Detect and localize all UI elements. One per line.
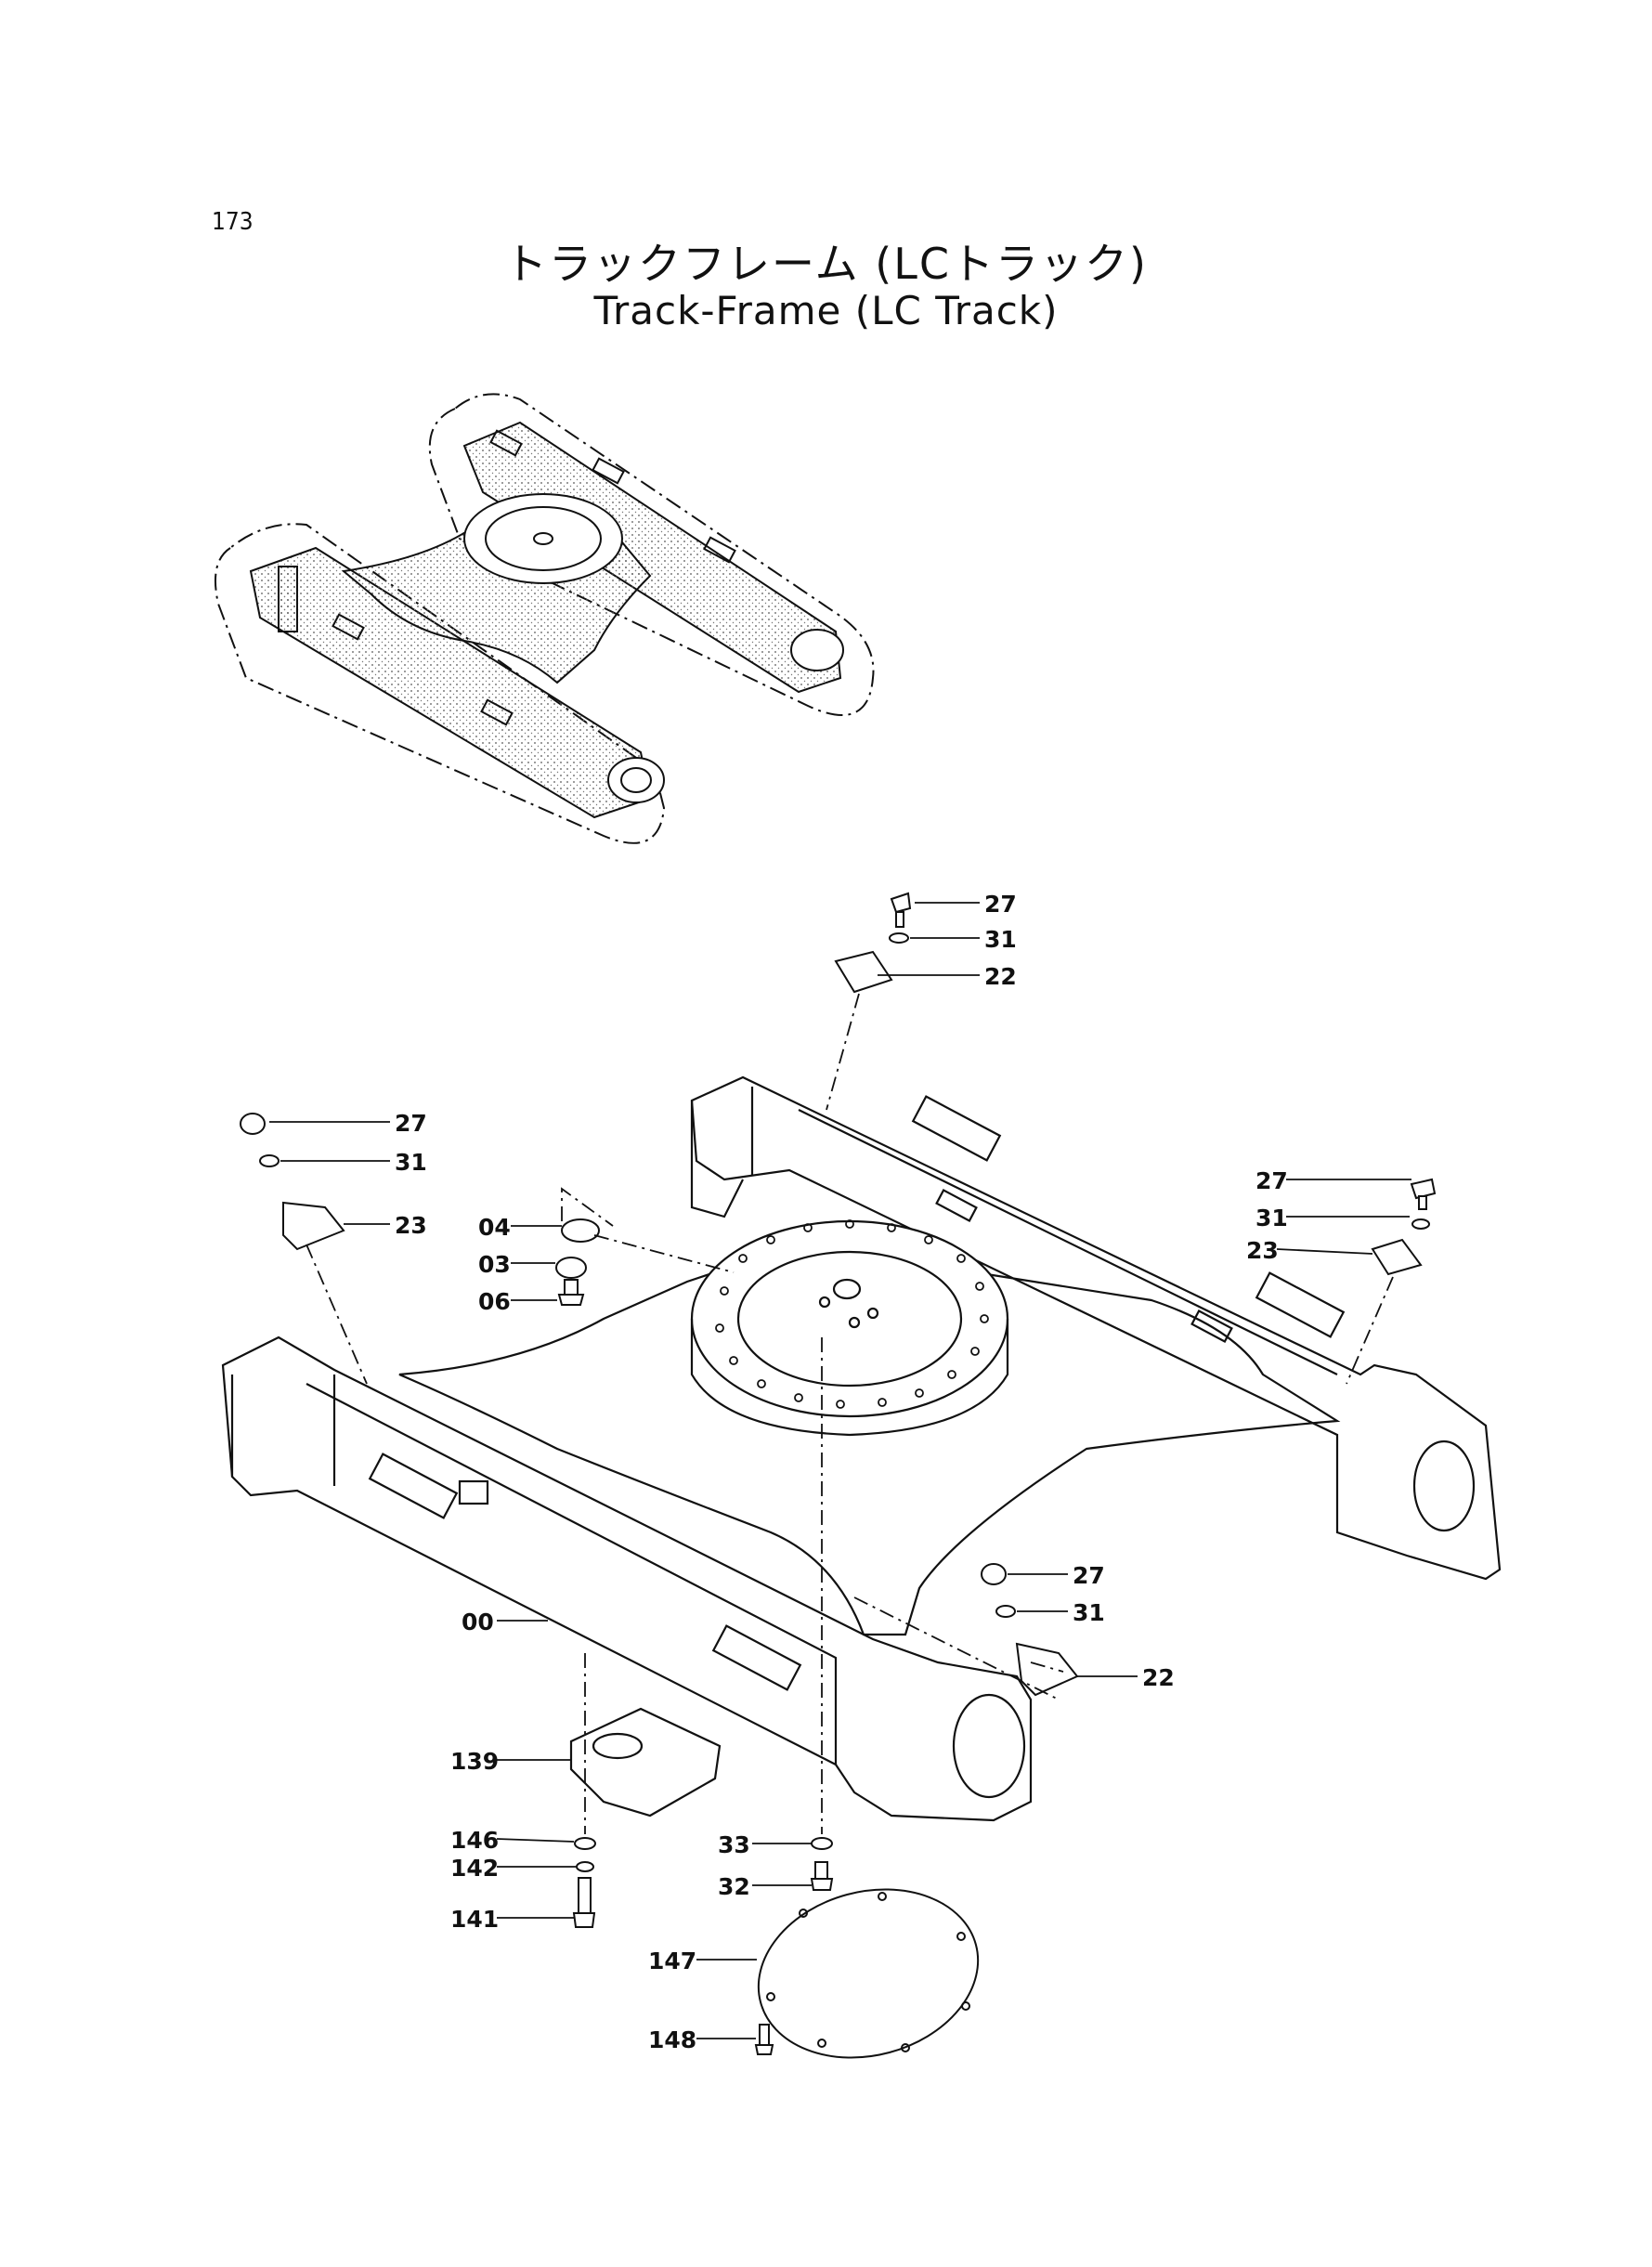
callout-04: 04	[478, 1214, 511, 1241]
under-cover-bracket-139	[569, 1707, 722, 1818]
callout-142: 142	[450, 1855, 499, 1882]
callout-31-lower-right: 31	[1073, 1599, 1105, 1626]
rear-side-frame	[462, 421, 842, 694]
front-track-outline	[215, 523, 666, 844]
assembly-lines	[306, 993, 1394, 1834]
callout-22-top: 22	[984, 963, 1017, 990]
callout-148: 148	[648, 2026, 696, 2053]
callout-27-left: 27	[395, 1110, 427, 1137]
swing-circle-bolt-holes	[715, 1219, 989, 1409]
rear-track-outline	[428, 393, 875, 716]
callout-31-right: 31	[1255, 1205, 1288, 1231]
callout-31-left: 31	[395, 1149, 427, 1176]
callout-32: 32	[718, 1873, 750, 1900]
callout-06: 06	[478, 1288, 511, 1315]
callout-27-right: 27	[1255, 1167, 1288, 1194]
front-idler-boss	[952, 1693, 1026, 1799]
callout-33: 33	[718, 1831, 750, 1858]
track-frame-main-drawing	[221, 1075, 1502, 1822]
page-title-japanese: トラックフレーム (LCトラック)	[504, 239, 1148, 289]
callout-139: 139	[450, 1748, 499, 1775]
rear-side-frame-main	[690, 1075, 1502, 1581]
page-number: 173	[212, 208, 254, 236]
callout-23-left: 23	[395, 1212, 427, 1239]
callout-146: 146	[450, 1827, 499, 1854]
callout-141: 141	[450, 1906, 499, 1933]
front-side-frame-main	[221, 1335, 1033, 1822]
callout-labels: 27 31 22 27 31 23 27 31 23 04 03 06 27 3…	[395, 891, 1288, 2053]
callout-22-lower-right: 22	[1142, 1664, 1175, 1691]
callout-27-lower-right: 27	[1073, 1562, 1105, 1589]
rear-frame-left-plate	[690, 1101, 744, 1218]
callout-03: 03	[478, 1251, 511, 1278]
overview-illustration	[215, 393, 875, 844]
callout-23-right: 23	[1246, 1237, 1279, 1264]
page-title-english: Track-Frame (LC Track)	[593, 288, 1059, 333]
callout-00: 00	[462, 1609, 494, 1635]
rear-idler-boss	[1412, 1440, 1476, 1532]
callout-147: 147	[648, 1948, 696, 1974]
callout-31-top: 31	[984, 926, 1017, 953]
leader-lines	[269, 902, 1411, 2039]
cover-plate-147	[757, 1888, 980, 2059]
callout-27-top: 27	[984, 891, 1017, 918]
small-parts	[240, 892, 1437, 2059]
swing-circle-inner	[736, 1250, 963, 1388]
